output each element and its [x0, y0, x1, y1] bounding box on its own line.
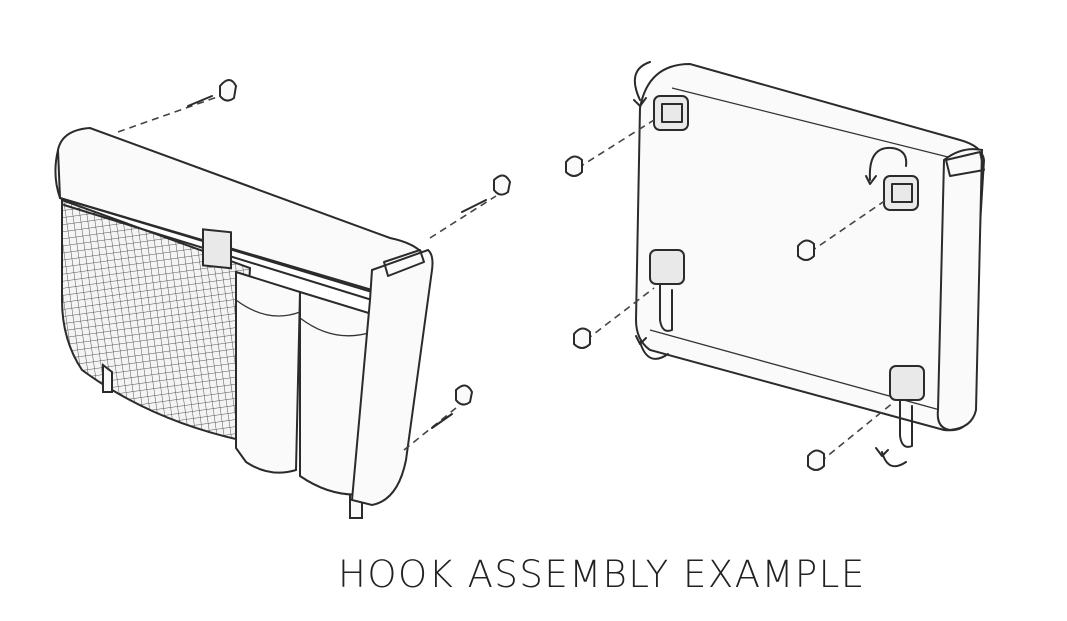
top-screw-assembly [117, 79, 238, 133]
pouch-left [235, 270, 302, 474]
middle-screw-assembly [429, 174, 512, 239]
hook-bottom-right [889, 365, 925, 448]
rotate-arrow-top-left [633, 61, 651, 101]
anchor-guide-top-right [797, 199, 887, 261]
wall-anchor-bottom [455, 384, 474, 406]
rotate-arrow-bottom-left [639, 341, 669, 360]
wall-anchor-middle [493, 174, 512, 196]
diagram-caption: HOOK ASSEMBLY EXAMPLE [338, 553, 866, 596]
anchor-guide-bottom-left [573, 287, 655, 349]
hook-top-left [653, 95, 689, 131]
front-view-organizer [54, 79, 512, 519]
anchor-guide-top-left [565, 119, 655, 177]
lid-clip [202, 228, 232, 270]
rotate-arrow-top-right [868, 146, 908, 181]
wall-anchor-back-bottom-right [807, 449, 825, 471]
anchor-guide-bottom-right [807, 401, 895, 471]
side-rail [936, 148, 984, 432]
left-leg [102, 362, 113, 393]
wall-anchor-back-bottom-left [573, 327, 591, 349]
bottom-screw-assembly [403, 384, 474, 451]
wall-anchor-back-top-left [565, 155, 583, 177]
side-panel [350, 248, 434, 507]
hook-top-right [883, 175, 919, 211]
wall-anchor-back-top-right [797, 239, 815, 261]
rotate-arrow-bottom-right [881, 451, 907, 468]
back-view-organizer [565, 61, 986, 471]
wall-anchor-top [219, 79, 238, 102]
hook-bottom-left [649, 249, 685, 332]
